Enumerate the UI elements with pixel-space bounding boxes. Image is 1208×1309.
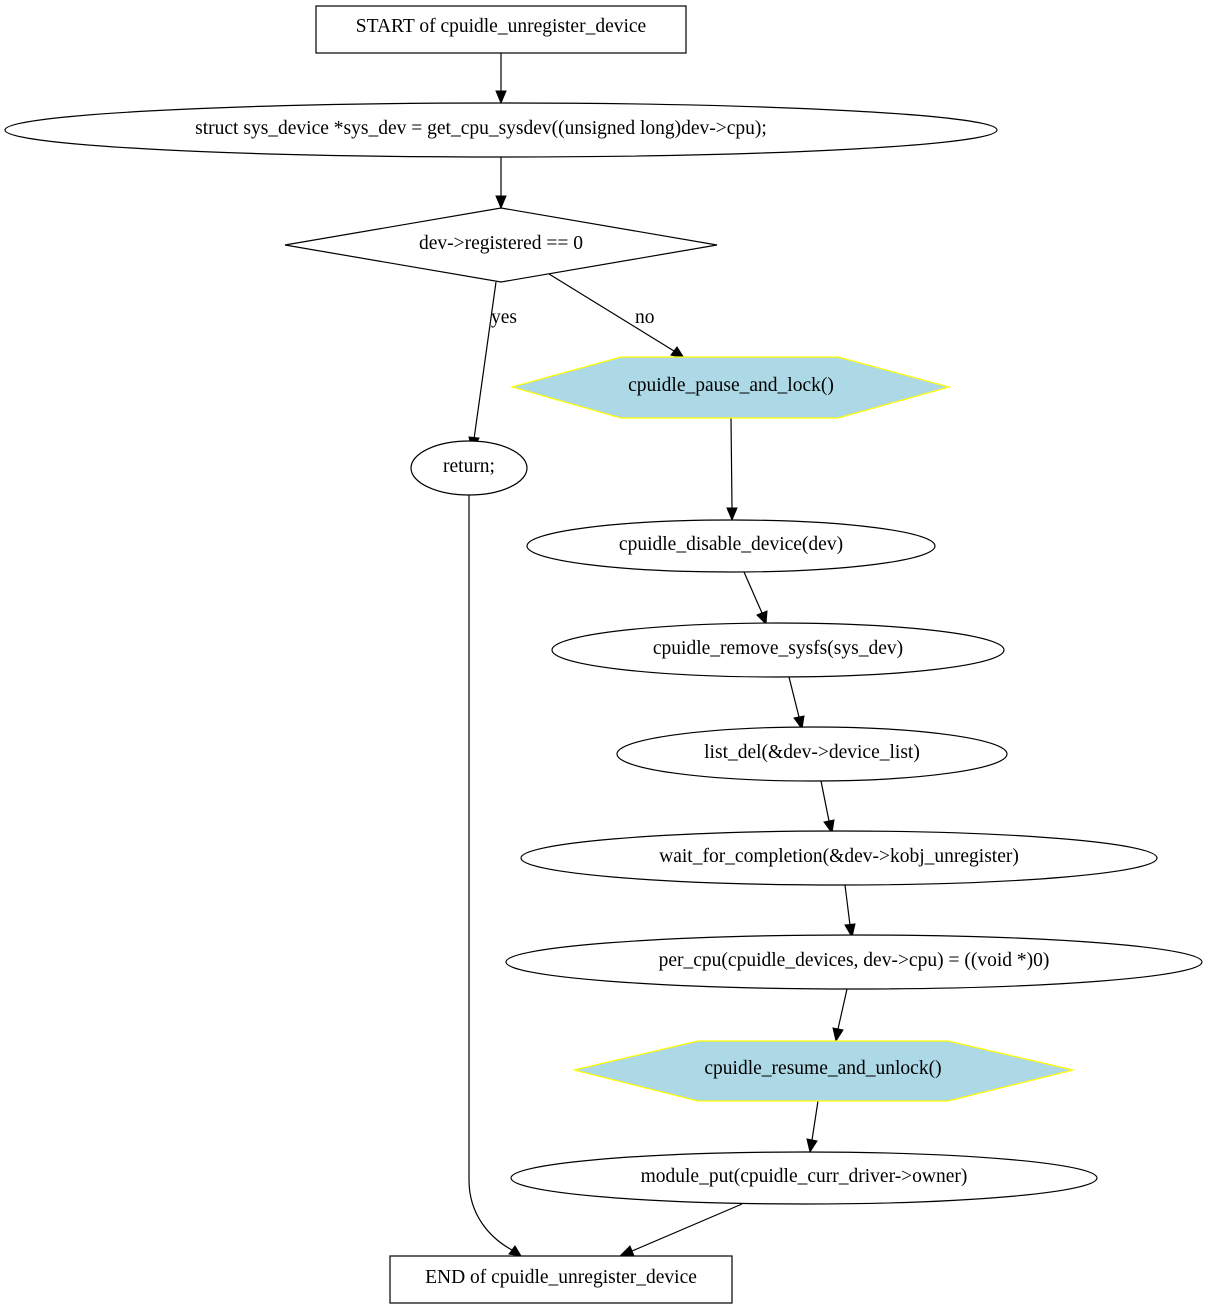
node-disable-label: cpuidle_disable_device(dev) [619, 534, 843, 555]
node-sysdev: struct sys_device *sys_dev = get_cpu_sys… [4, 102, 998, 158]
node-resume: cpuidle_resume_and_unlock() [573, 1040, 1074, 1102]
node-start: START of cpuidle_unregister_device [315, 5, 687, 54]
node-check-label: dev->registered == 0 [419, 233, 583, 254]
edge-sysdev-to-check [495, 157, 507, 210]
node-pause-label: cpuidle_pause_and_lock() [628, 375, 834, 396]
node-listdel-label: list_del(&dev->device_list) [704, 742, 920, 763]
node-disable: cpuidle_disable_device(dev) [526, 519, 936, 573]
node-modput-label: module_put(cpuidle_curr_driver->owner) [641, 1166, 968, 1187]
node-end-label: END of cpuidle_unregister_device [425, 1267, 697, 1288]
node-listdel: list_del(&dev->device_list) [616, 726, 1008, 782]
node-pause: cpuidle_pause_and_lock() [509, 356, 952, 419]
node-percpu-label: per_cpu(cpuidle_devices, dev->cpu) = ((v… [659, 950, 1050, 971]
edge-percpu-to-resume [832, 988, 848, 1043]
edge-modput-to-end [618, 1203, 743, 1257]
node-remove-label: cpuidle_remove_sysfs(sys_dev) [653, 638, 903, 659]
edge-wait-to-percpu [844, 884, 856, 939]
edge-return-to-end [468, 495, 522, 1257]
edge-disable-to-remove [743, 571, 768, 626]
edge-check-to-pause [548, 273, 686, 359]
node-return: return; [410, 440, 528, 496]
node-modput: module_put(cpuidle_curr_driver->owner) [510, 1151, 1098, 1205]
edge-resume-to-modput [806, 1100, 819, 1154]
node-percpu: per_cpu(cpuidle_devices, dev->cpu) = ((v… [505, 934, 1203, 990]
edge-label-yes: yes [491, 307, 517, 328]
node-wait: wait_for_completion(&dev->kobj_unregiste… [520, 830, 1158, 886]
node-end: END of cpuidle_unregister_device [389, 1255, 733, 1304]
edge-remove-to-listdel [788, 676, 805, 731]
node-check: dev->registered == 0 [284, 207, 718, 283]
edges [468, 53, 856, 1257]
node-resume-label: cpuidle_resume_and_unlock() [704, 1058, 941, 1079]
edge-pause-to-disable [726, 417, 738, 522]
node-remove: cpuidle_remove_sysfs(sys_dev) [551, 622, 1005, 678]
edge-start-to-sysdev [495, 53, 507, 105]
edge-label-no: no [635, 307, 655, 328]
node-wait-label: wait_for_completion(&dev->kobj_unregiste… [659, 846, 1019, 867]
node-start-label: START of cpuidle_unregister_device [356, 16, 646, 37]
edge-listdel-to-wait [820, 780, 835, 835]
node-return-label: return; [443, 456, 495, 477]
node-sysdev-label: struct sys_device *sys_dev = get_cpu_sys… [195, 118, 767, 139]
